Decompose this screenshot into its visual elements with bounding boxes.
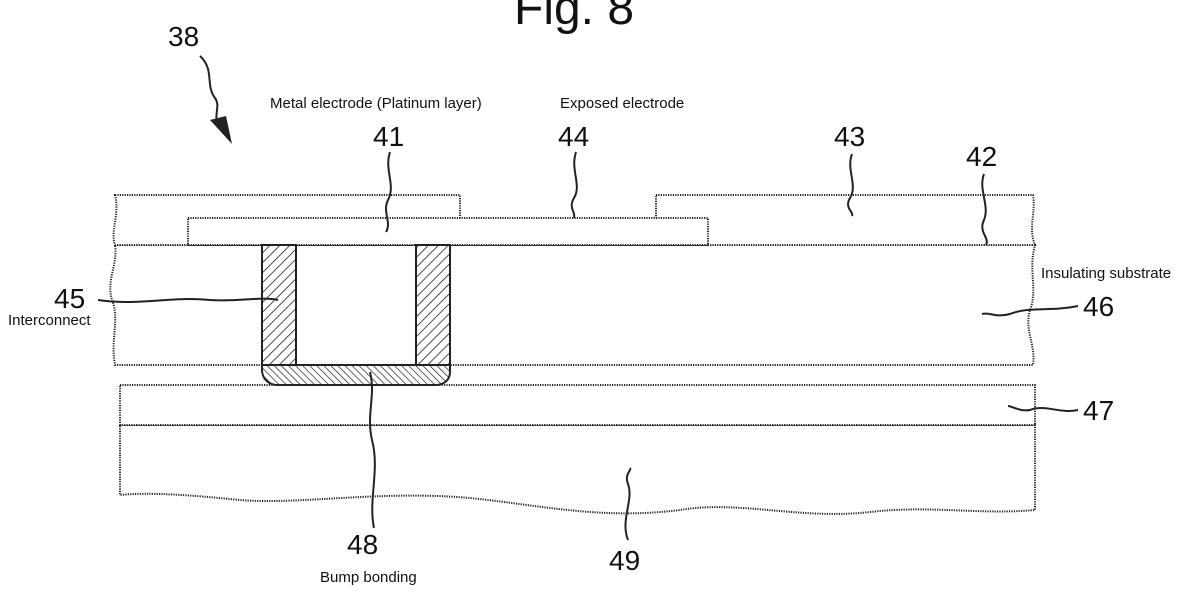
leader-43 <box>847 153 854 217</box>
caption-metal-electrode: Metal electrode (Platinum layer) <box>270 95 482 112</box>
layer-47 <box>119 384 1036 426</box>
base-layer-49 <box>119 424 1036 515</box>
leader-41 <box>385 151 392 233</box>
leader-44 <box>570 151 578 219</box>
caption-insulating-substrate: Insulating substrate <box>1041 265 1171 282</box>
ref-48: 48 <box>347 529 378 560</box>
leader-49 <box>624 467 632 541</box>
leader-46 <box>981 305 1079 317</box>
top-layer-right-43 <box>655 194 1037 246</box>
metal-electrode-41 <box>187 217 709 246</box>
arrow-38 <box>210 116 232 144</box>
insulating-substrate-46 <box>109 244 1037 366</box>
caption-bump-bonding: Bump bonding <box>320 569 417 586</box>
interconnect-wall-right <box>415 244 451 366</box>
caption-exposed-electrode: Exposed electrode <box>560 95 684 112</box>
ref-49: 49 <box>609 545 640 576</box>
bump-bonding-48 <box>261 364 451 386</box>
caption-interconnect: Interconnect <box>8 312 91 329</box>
leader-42 <box>981 173 988 246</box>
figure-title: Fig. 8 <box>514 0 634 35</box>
ref-42: 42 <box>966 141 997 172</box>
ref-43: 43 <box>834 121 865 152</box>
leader-45 <box>97 297 279 303</box>
leader-48 <box>369 371 376 529</box>
leader-47 <box>1007 405 1079 412</box>
ref-38: 38 <box>168 21 199 52</box>
ref-47: 47 <box>1083 395 1114 426</box>
ref-41: 41 <box>373 121 404 152</box>
ref-45: 45 <box>54 283 85 314</box>
ref-44: 44 <box>558 121 589 152</box>
interconnect-wall-left <box>261 244 297 366</box>
ref-46: 46 <box>1083 291 1114 322</box>
leader-38 <box>199 55 223 129</box>
